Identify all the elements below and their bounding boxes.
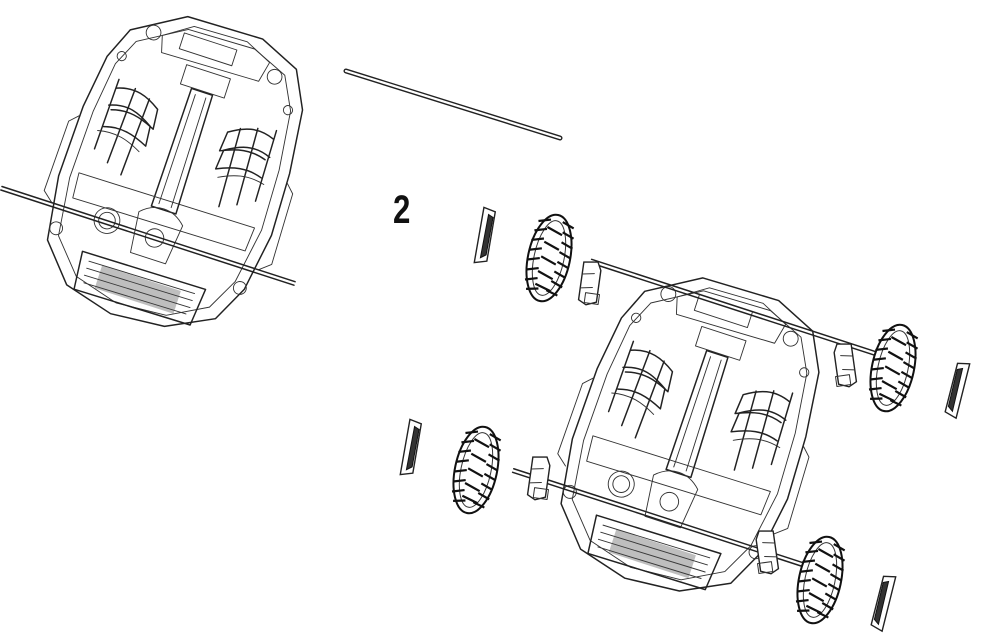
hubcap-icon bbox=[471, 206, 499, 266]
bushing-icon bbox=[577, 259, 605, 308]
hubcap-icon bbox=[869, 573, 897, 633]
hubcap-icon bbox=[943, 360, 971, 420]
bushing-icon bbox=[526, 454, 554, 503]
bushing-icon bbox=[830, 341, 858, 390]
wheel-icon bbox=[518, 209, 580, 307]
wheel-icon bbox=[789, 531, 851, 629]
hubcap-icon bbox=[397, 418, 425, 478]
exploded-chassis-icon bbox=[511, 249, 885, 623]
wheel-icon bbox=[862, 319, 924, 417]
assembled-chassis-icon bbox=[0, 0, 338, 358]
axle-rod-icon bbox=[343, 68, 563, 141]
step-number: 2 bbox=[393, 188, 411, 232]
wheel-icon bbox=[445, 421, 507, 519]
